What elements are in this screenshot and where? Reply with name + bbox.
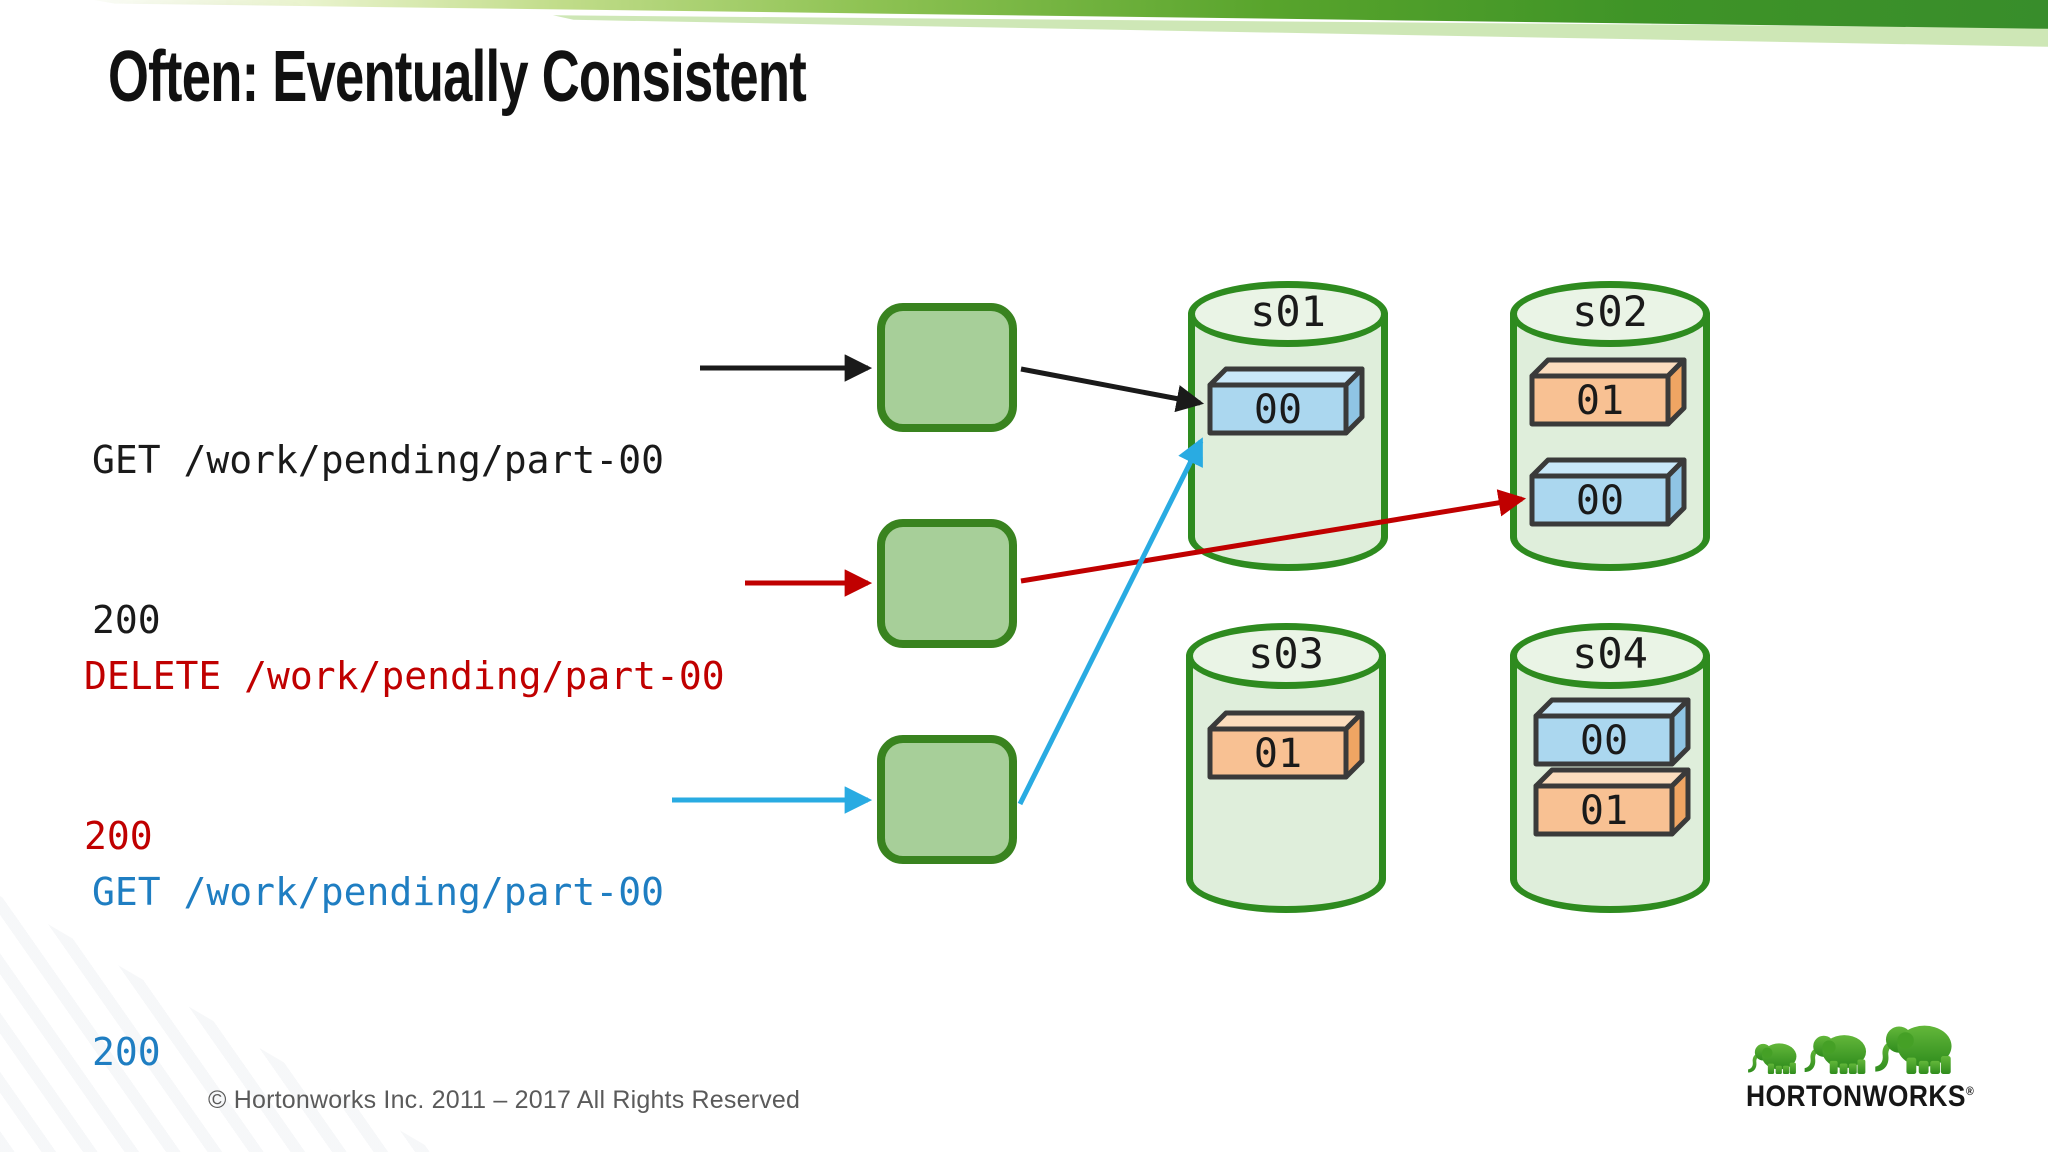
request-delete: DELETE /work/pending/part-00 200 [84,565,725,947]
server-label-s04: s04 [1572,629,1648,678]
cylinder-top [1510,281,1710,347]
logo-text: HORTONWORKS [1746,1080,1966,1113]
elephant-icon [1748,1043,1797,1075]
request-get-2-line: GET /work/pending/part-00 [92,870,664,914]
cylinder-body [1188,313,1388,571]
server-label-s03: s03 [1248,629,1324,678]
worker-node-2 [877,519,1017,648]
cylinder-body [1186,655,1386,913]
page-title: Often: Eventually Consistent [108,37,807,117]
request-get-1-status: 200 [92,598,161,642]
hortonworks-logo: HORTONWORKS® [1740,1012,1980,1122]
server-cylinder-s03: s03 [1186,623,1386,913]
request-get-1: GET /work/pending/part-00 200 [92,349,664,731]
logo-registered-mark: ® [1965,1084,1975,1098]
footer-copyright: © Hortonworks Inc. 2011 – 2017 All Right… [208,1086,801,1114]
node1-to-s01-arrow [1020,366,1205,413]
cylinder-top [1188,281,1388,347]
worker-node-3 [877,735,1017,864]
cylinder-top [1186,623,1386,689]
request-get-2: GET /work/pending/part-00 200 [92,781,664,1152]
request-delete-status: 200 [84,814,153,858]
server-cylinder-s04: s04 [1510,623,1710,913]
cylinder-body [1510,655,1710,913]
request-delete-line: DELETE /work/pending/part-00 [84,654,725,698]
elephant-icon [1875,1025,1952,1075]
elephant-icon [1804,1035,1867,1075]
worker-node-1 [877,303,1017,432]
node3-to-s01-arrow [1017,437,1204,806]
request-get-2-status: 200 [92,1030,161,1074]
logo-wordmark: HORTONWORKS® [1746,1080,1974,1114]
server-cylinder-s01: s01 [1188,281,1388,571]
cylinder-body [1510,313,1710,571]
server-cylinder-s02: s02 [1510,281,1710,571]
server-label-s01: s01 [1250,287,1326,336]
elephants-icon [1748,1025,1952,1075]
cylinder-top [1510,623,1710,689]
request-get-1-line: GET /work/pending/part-00 [92,438,664,482]
server-label-s02: s02 [1572,287,1648,336]
